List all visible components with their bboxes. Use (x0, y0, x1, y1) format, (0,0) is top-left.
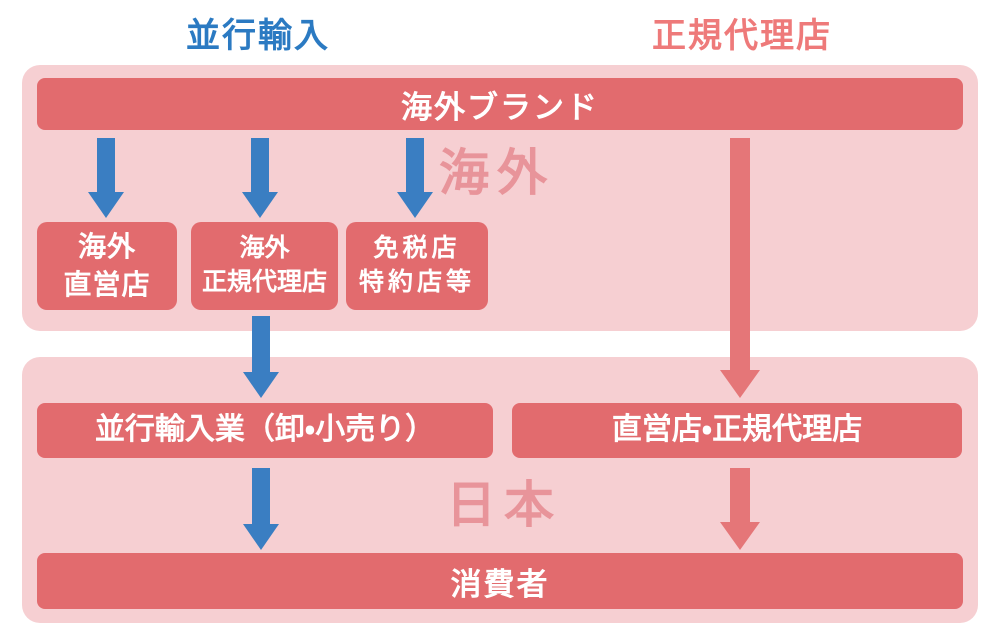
arrow-importer-to-consumer-icon (243, 468, 279, 550)
arrow-brand-to-direct-store-icon (88, 138, 124, 218)
arrow-brand-to-japan-distributor-icon (720, 138, 760, 398)
japan-watermark: 日本 (446, 477, 562, 533)
arrow-stem (252, 468, 270, 524)
overseas-brand-bar: 海外ブランド (37, 78, 963, 130)
consumer-bar: 消費者 (37, 553, 963, 609)
arrow-head (720, 522, 760, 550)
arrow-stem (406, 138, 424, 192)
label-parallel-import: 並行輸入 (186, 17, 330, 55)
arrow-head (242, 192, 278, 218)
arrow-brand-to-dutyfree-icon (397, 138, 433, 218)
node-line: 特約店等 (358, 268, 475, 296)
arrow-head (243, 524, 279, 550)
node-line: 海外 (77, 231, 136, 263)
node-parallel-importer: 並行輸入業（卸・小売り） (37, 403, 493, 458)
node-line: 海外 (239, 234, 290, 263)
node-overseas-direct-store: 海外 直営店 (37, 222, 177, 310)
arrow-stem (730, 468, 750, 522)
arrow-stem (97, 138, 115, 192)
node-overseas-distributor: 海外 正規代理店 (191, 222, 338, 310)
arrow-brand-to-overseas-distributor-icon (242, 138, 278, 218)
node-japan-distributor: 直営店・正規代理店 (512, 403, 962, 458)
node-dutyfree-store: 免税店 特約店等 (346, 222, 488, 310)
arrow-head (720, 370, 760, 398)
consumer-label: 消費者 (450, 566, 550, 602)
arrow-stem (730, 138, 750, 370)
arrow-head (397, 192, 433, 218)
arrow-japan-distributor-to-consumer-icon (720, 468, 760, 550)
node-line: 正規代理店 (201, 268, 327, 296)
arrow-stem (251, 138, 269, 192)
node-line: 並行輸入業（卸・小売り） (94, 413, 436, 447)
label-official-distributor: 正規代理店 (652, 17, 832, 55)
arrow-head (243, 372, 279, 398)
arrow-stem (252, 316, 270, 372)
arrow-head (88, 192, 124, 218)
node-line: 免税店 (373, 234, 461, 263)
arrow-distributor-to-importer-icon (243, 316, 279, 398)
node-line: 直営店・正規代理店 (611, 413, 863, 447)
overseas-watermark: 海外 (439, 145, 555, 201)
node-line: 直営店 (63, 269, 151, 300)
overseas-brand-label: 海外ブランド (401, 89, 599, 125)
